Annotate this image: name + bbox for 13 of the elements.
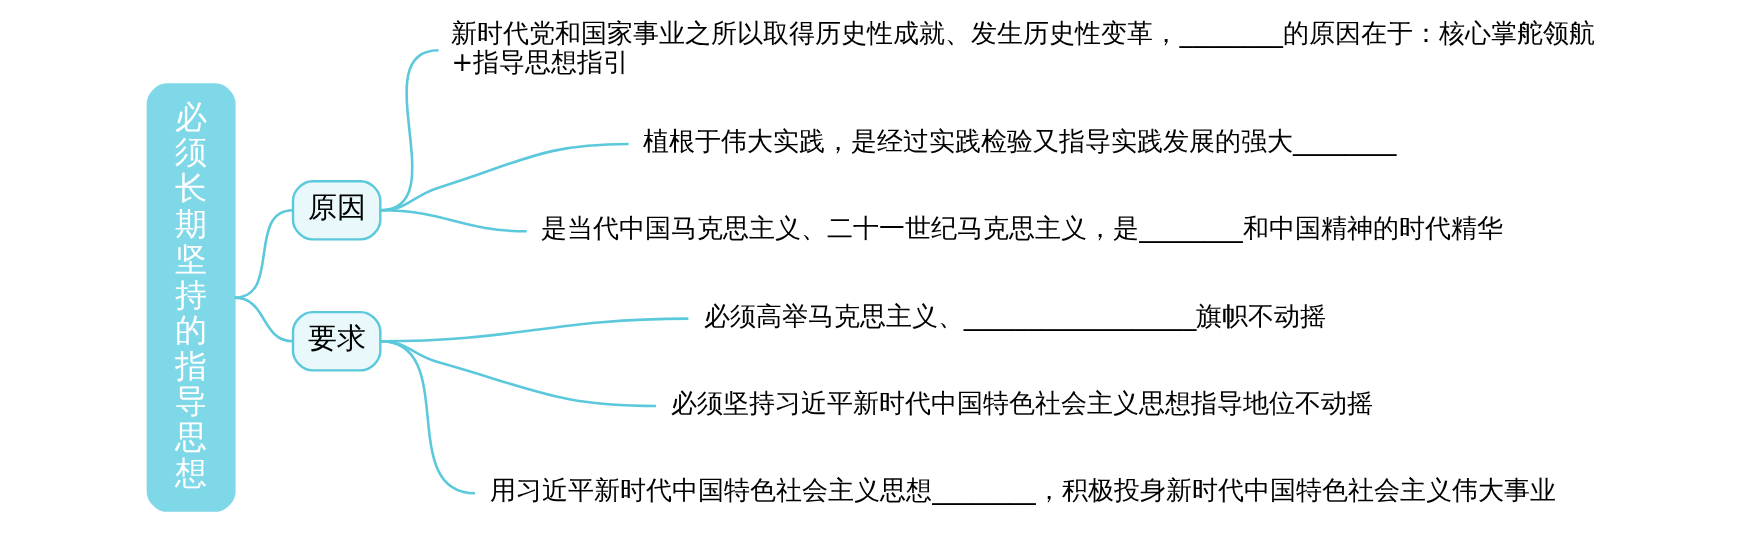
connector [379,209,527,233]
node-text: 是当代中国马克思主义、二十一世纪马克思主义，是________和中国精神的时代精华 [540,213,1503,244]
node-text: 用习近平新时代中国特色社会主义思想________，积极投身新时代中国特色社会主义伟大事业 [489,475,1556,506]
node-text: 新时代党和国家事业之所以取得历史性成就、发生历史性变革，________的原因在于：核心掌舵领航+指导思想指引 [450,17,1595,77]
node-text: 植根于伟大实践，是经过实践检验又指导实践发展的强大________ [642,126,1397,157]
node-box: 原因 [291,179,382,241]
node-text: 必须坚持习近平新时代中国特色社会主义思想指导地位不动摇 [670,388,1373,419]
node-box: 要求 [291,310,382,372]
connector [234,296,293,343]
node-text: 必须高举马克思主义、__________________旗帜不动摇 [703,300,1326,331]
connector [234,209,293,299]
node-box: 必须长期坚持的指导思想 [146,83,236,512]
connector [379,340,475,495]
